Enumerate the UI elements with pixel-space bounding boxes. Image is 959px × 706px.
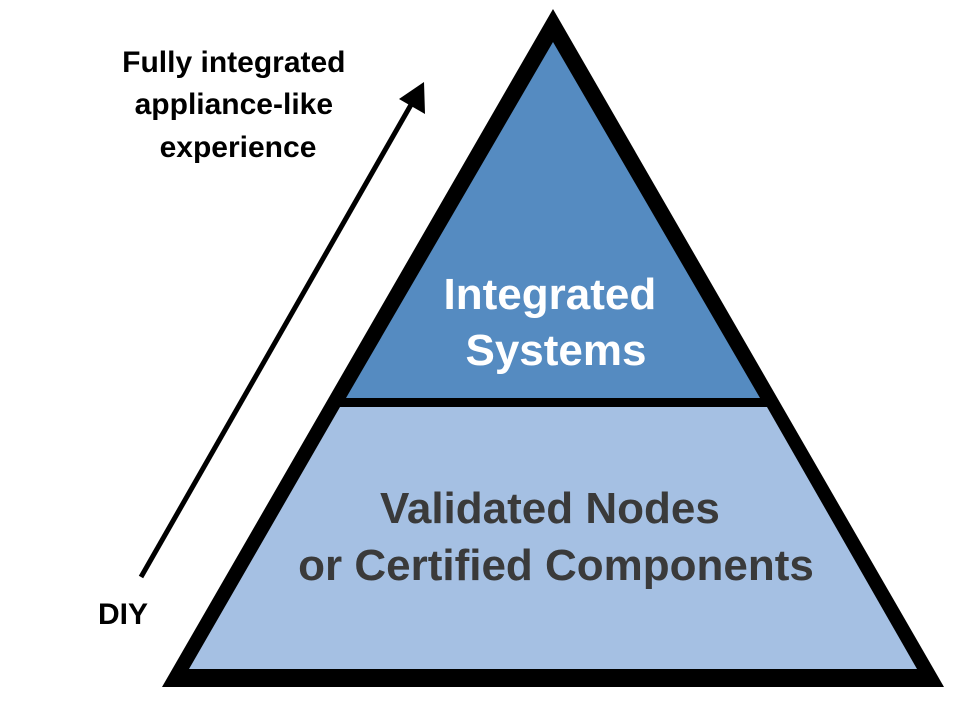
arrow-top-label-line-3: experience — [160, 131, 317, 164]
pyramid-bottom-tier — [189, 407, 917, 669]
pyramid-top-tier — [346, 42, 760, 398]
progression-arrow-head — [399, 82, 425, 114]
arrow-bottom-label: DIY — [98, 598, 148, 631]
arrow-top-label-line-1: Fully integrated — [122, 46, 345, 79]
arrow-top-label: Fully integrated appliance-like experien… — [122, 46, 354, 164]
arrow-top-label-line-2: appliance-like — [135, 88, 333, 121]
top-tier-label: Integrated Systems — [444, 270, 669, 375]
bottom-tier-label-line-1: Validated Nodes — [380, 484, 720, 533]
bottom-tier-label: Validated Nodes or Certified Components — [298, 484, 814, 590]
bottom-tier-label-line-2: or Certified Components — [298, 541, 814, 590]
top-tier-label-line-2: Systems — [465, 326, 646, 375]
top-tier-label-line-1: Integrated — [444, 270, 657, 319]
progression-arrow-shaft — [138, 101, 415, 579]
